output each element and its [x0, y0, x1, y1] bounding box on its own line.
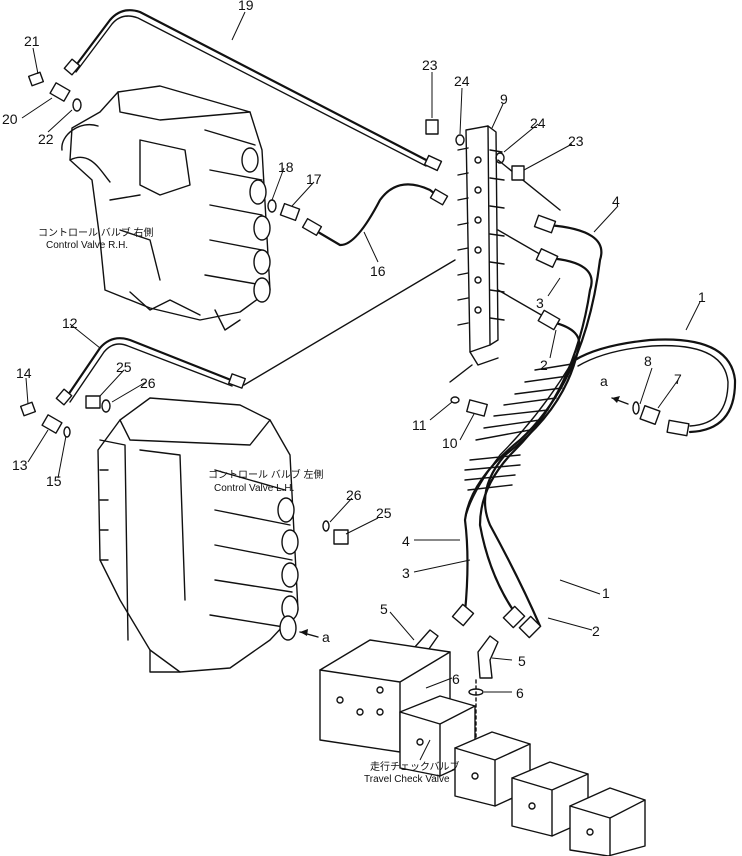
callout-20: 20 [2, 111, 18, 127]
callout-25-mid: 25 [376, 505, 392, 521]
callout-1-top: 1 [698, 289, 706, 305]
callout-26-mid: 26 [346, 487, 362, 503]
pipe-12-nut-a [55, 388, 73, 406]
pipe-16-nut-b [429, 188, 449, 206]
callout-8: 8 [644, 353, 652, 369]
callout-10: 10 [442, 435, 458, 451]
o-ring-24-right [495, 152, 505, 164]
hose-bundle [451, 214, 603, 639]
callout-23-right: 23 [568, 133, 584, 149]
label-control-valve-lh-jp: コントロール バルブ 左側 [208, 468, 324, 481]
adapter-17 [279, 202, 301, 222]
hose-1-inner [577, 344, 729, 427]
component-labels: コントロール バルブ 右側 Control Valve R.H. コントロール … [38, 226, 608, 785]
callout-numbers: 19 21 20 22 23 24 9 24 23 18 17 16 4 3 2… [2, 0, 706, 701]
callout-13: 13 [12, 457, 28, 473]
adapter-7 [639, 404, 661, 426]
view-marker-a-left: a [322, 629, 330, 645]
callout-3-top: 3 [536, 295, 544, 311]
hose-1-nut [666, 419, 690, 437]
pipe-19 [72, 9, 432, 164]
pipe-12-link [243, 259, 456, 386]
plug-25-top [85, 395, 101, 409]
cap-23-left [425, 119, 439, 135]
o-ring-8 [632, 401, 640, 415]
callout-19: 19 [238, 0, 254, 13]
callout-6-left: 6 [452, 671, 460, 687]
pipe-16 [316, 183, 442, 247]
pipe-19-nut-a [63, 58, 81, 76]
callout-15: 15 [46, 473, 62, 489]
plug-21 [27, 71, 45, 87]
callout-6-right: 6 [516, 685, 524, 701]
pipe-12-inner [69, 343, 233, 403]
o-ring-26-top [101, 399, 111, 413]
control-valve-lh [97, 397, 299, 673]
pipe-19-nut-b [423, 154, 443, 172]
callout-12: 12 [62, 315, 78, 331]
callout-23-left: 23 [422, 57, 438, 73]
callout-16: 16 [370, 263, 386, 279]
plug-14 [19, 401, 37, 417]
pipe-16-nut-a [301, 217, 323, 237]
callout-2-bottom: 2 [592, 623, 600, 639]
callout-22: 22 [38, 131, 54, 147]
elbow-5-right [477, 635, 499, 679]
o-ring-22 [72, 98, 82, 112]
leader-lines [21, 11, 701, 761]
callout-2-top: 2 [540, 357, 548, 373]
label-travel-check-valve-en: Travel Check Valve [364, 774, 450, 785]
callout-4-top: 4 [612, 193, 620, 209]
callout-24-right: 24 [530, 115, 546, 131]
o-ring-18 [267, 199, 277, 213]
callout-14: 14 [16, 365, 32, 381]
arrow-a-left-head [300, 629, 308, 636]
hose-1 [573, 338, 737, 434]
cap-23-right [511, 165, 525, 181]
callout-17: 17 [306, 171, 322, 187]
callout-5-right: 5 [518, 653, 526, 669]
callout-25-top: 25 [116, 359, 132, 375]
label-control-valve-lh-en: Control Valve L.H. [214, 483, 294, 494]
callout-9: 9 [500, 91, 508, 107]
plug-25-mid [333, 529, 349, 545]
label-travel-check-valve-jp: 走行チェックバルブ [370, 760, 460, 773]
callout-5-left: 5 [380, 601, 388, 617]
callout-1-bottom: 1 [602, 585, 610, 601]
o-ring-24-left [455, 134, 465, 146]
bolt-10 [466, 399, 488, 417]
travel-check-valve-blocks [319, 639, 646, 856]
label-control-valve-rh-jp: コントロール バルブ 右側 [38, 226, 154, 239]
control-valve-rh [61, 85, 271, 331]
pipe-12-nut-b [228, 373, 246, 389]
callout-7: 7 [674, 371, 682, 387]
view-marker-a-right: a [600, 373, 608, 389]
callout-11: 11 [412, 417, 427, 433]
pipe-12 [64, 337, 238, 400]
callout-24-left: 24 [454, 73, 470, 89]
label-control-valve-rh-en: Control Valve R.H. [46, 240, 128, 251]
callout-3-bottom: 3 [402, 565, 410, 581]
pipe-19-inner [75, 15, 427, 167]
callout-4-bottom: 4 [402, 533, 410, 549]
o-ring-26-mid [322, 520, 330, 532]
arrow-a-right-head [612, 396, 620, 403]
washer-11 [450, 396, 460, 404]
callout-26-top: 26 [140, 375, 156, 391]
callout-18: 18 [278, 159, 294, 175]
callout-21: 21 [24, 33, 40, 49]
elbow-13 [41, 414, 63, 434]
o-ring-15 [63, 426, 71, 438]
elbow-20 [49, 82, 71, 102]
